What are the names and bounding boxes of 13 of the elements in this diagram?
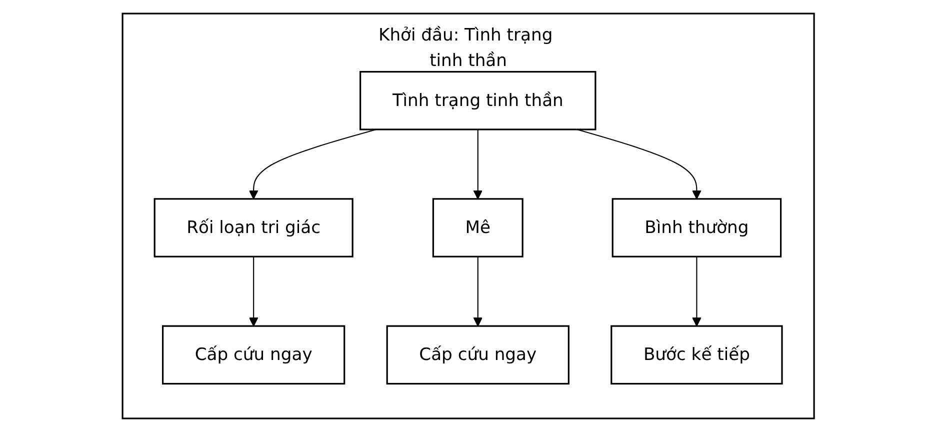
node-box: Cấp cứu ngay: [162, 325, 346, 385]
arrow: [249, 256, 258, 326]
node-box: Rối loạn tri giác: [154, 198, 354, 258]
node-box: Tình trạng tinh thần: [360, 70, 596, 130]
arrow: [692, 256, 702, 326]
arrow: [473, 129, 483, 200]
arrow: [577, 128, 702, 200]
node-box: Bước kế tiếp: [610, 325, 783, 385]
node-box: Bình thường: [612, 198, 782, 258]
arrow: [249, 128, 376, 200]
node-box: Mê: [432, 198, 524, 258]
node-box: Cấp cứu ngay: [386, 325, 570, 385]
arrow: [473, 256, 483, 326]
